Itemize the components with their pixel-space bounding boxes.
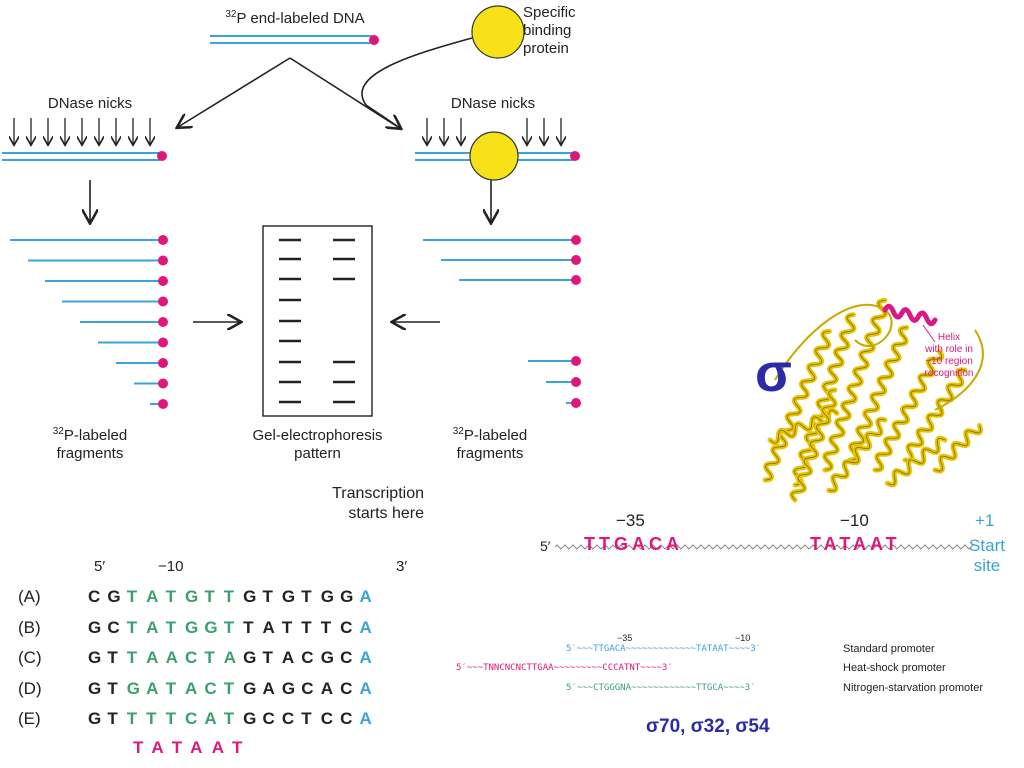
alpha-helix-edge [824, 299, 886, 471]
label-dot [571, 255, 581, 265]
sequence-row-label: (A) [18, 587, 41, 606]
alpha-helix-edge [874, 351, 943, 471]
box-minus10: TATAAT [810, 534, 901, 554]
protein-label: Specific binding protein [523, 4, 576, 57]
fragments-left-label: 32P-labeled fragments [52, 426, 128, 463]
label-dot [571, 275, 581, 285]
heat-shock-promoter-name: Heat-shock promoter [843, 662, 946, 674]
helix-pointer [922, 324, 936, 343]
left-fragments [10, 235, 168, 409]
sigma-symbol: σ [755, 343, 792, 403]
box-minus35: TTGACA [584, 534, 683, 554]
fragments-right-label: 32P-labeled fragments [452, 426, 528, 463]
std-minus10: −10 [735, 633, 751, 643]
right-fragments [423, 235, 581, 408]
right-dna [415, 131, 580, 181]
coil-loop [774, 303, 893, 381]
nitrogen-promoter-name: Nitrogen-starvation promoter [843, 682, 984, 694]
alpha-helix-edge [904, 369, 965, 461]
label-dot [158, 255, 168, 266]
arrow-to-right [289, 57, 399, 128]
nitrogen-promoter-seq: 5′~~~CTGGGNA~~~~~~~~~~~~TTGCA~~~~3′ [566, 683, 756, 693]
recognition-helix [882, 303, 938, 327]
seq-minus-ten: −10 [158, 558, 184, 575]
label-dot [571, 235, 581, 245]
label-minus10: −10 [840, 511, 869, 530]
alpha-helix-edge [849, 327, 907, 461]
label-dot [571, 398, 581, 408]
dnase-right-label: DNase nicks [450, 95, 536, 112]
start-site-label: Start site [969, 536, 1005, 575]
alpha-helix-edge [764, 331, 830, 481]
alpha-helix-edge [828, 419, 886, 492]
sequence-row-label: (E) [18, 709, 41, 728]
top-dna-label: 32P end-labeled DNA [225, 9, 365, 28]
helix-label: Helix with role in −10 region recognitio… [924, 332, 974, 379]
consensus-sequence: TATAAT [133, 738, 252, 757]
transcription-start-label: Transcription starts here [332, 485, 424, 522]
sigma-promoter-line [555, 544, 974, 550]
label-dot [571, 377, 581, 387]
alpha-helix-edge [887, 437, 946, 486]
sigma-protein-structure [762, 297, 984, 503]
left-dna [2, 151, 167, 161]
protein-connector [361, 37, 473, 128]
label-dot [158, 337, 168, 348]
label-dot [158, 235, 168, 245]
gel-label: Gel-electrophoresis pattern [252, 427, 383, 462]
label-dot [158, 358, 168, 368]
coil-loop [934, 329, 984, 411]
sequence-row-label: (B) [18, 617, 41, 637]
left-nick-arrows [14, 118, 150, 144]
top-dna [210, 35, 379, 45]
label-dot [158, 296, 168, 307]
label-dot [158, 378, 168, 389]
arrow-to-left [178, 57, 291, 127]
binding-protein [471, 5, 525, 59]
right-nick-arrows [427, 118, 561, 144]
label-dot [158, 399, 168, 409]
standard-promoter-name: Standard promoter [843, 643, 935, 655]
label-dot [571, 356, 581, 366]
footprinting-diagram: ↓ [2, 5, 581, 417]
std-minus35: −35 [617, 633, 633, 643]
label-dot [158, 317, 168, 327]
sigma-factors-caption: σ70, σ32, σ54 [646, 716, 770, 737]
sequence-row-label: (C) [18, 648, 42, 667]
seq-three-prime: 3′ [396, 558, 408, 575]
label-minus35: −35 [616, 511, 645, 530]
sequence-row-label: (D) [18, 678, 42, 698]
sigma-five-prime: 5′ [540, 538, 551, 554]
standard-promoter-seq: 5′~~~TTGACA~~~~~~~~~~~~~TATAAT~~~~3′ [566, 644, 762, 654]
gel-bands [279, 238, 355, 404]
alpha-helix-edge [934, 425, 981, 472]
alpha-helix-edge [794, 314, 855, 486]
alpha-helix-edge [791, 389, 836, 501]
dnase-left-label: DNase nicks [47, 95, 133, 112]
label-plus1: +1 [975, 511, 995, 530]
label-dot [158, 276, 168, 286]
seq-five-prime: 5′ [94, 558, 106, 575]
heat-shock-promoter-seq: 5′~~~TNNCNCNCTTGAA~~~~~~~~~CCCATNT~~~~3′ [456, 663, 673, 673]
